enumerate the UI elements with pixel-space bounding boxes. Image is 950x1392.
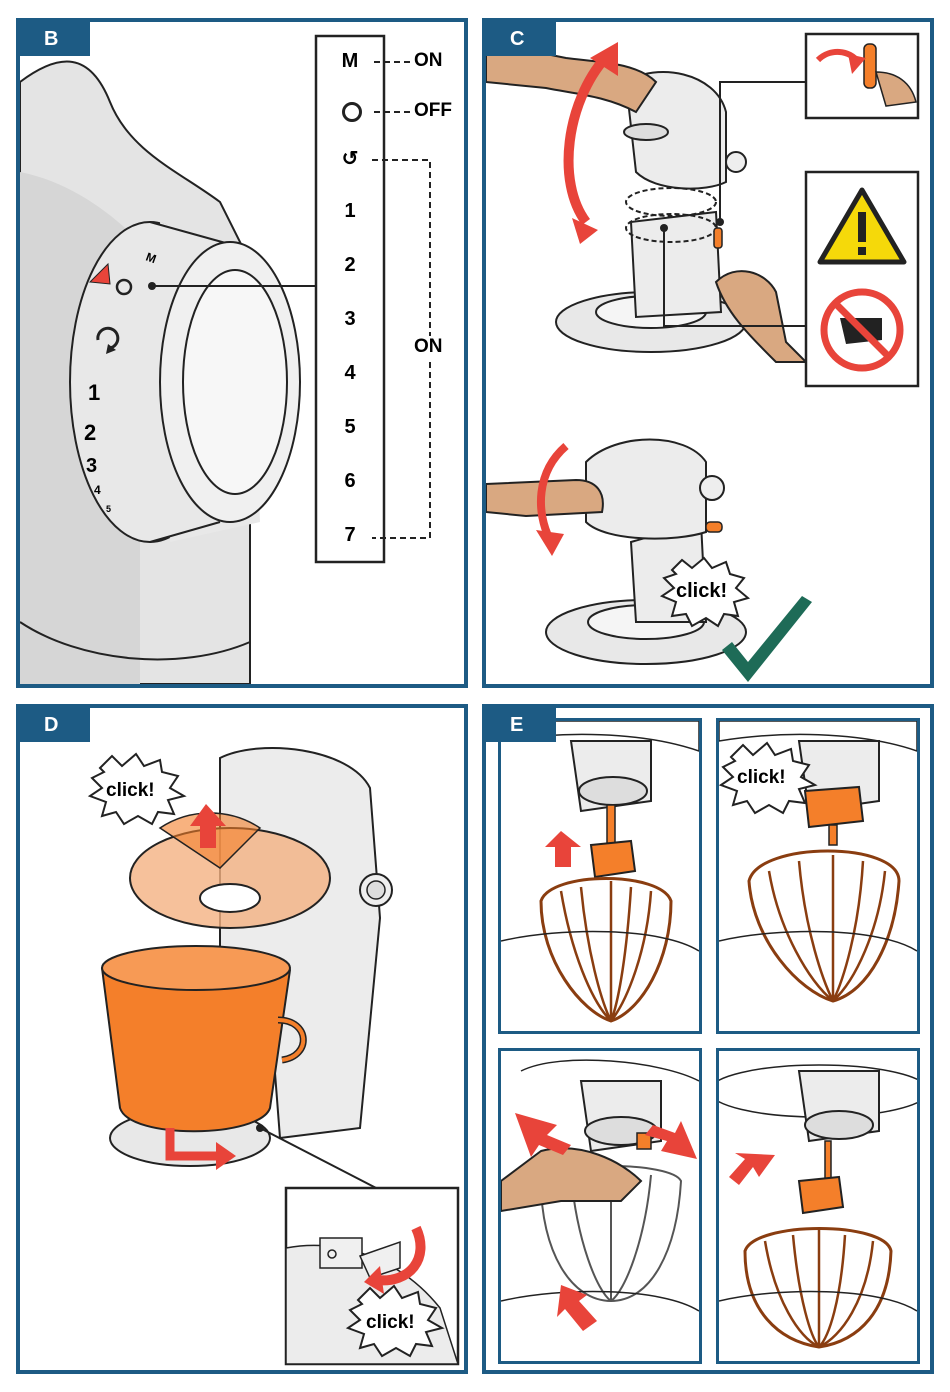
panel-b: B M 1 2 3 4 5 M ↺ 1 2 3 — [16, 18, 468, 688]
head-bottom — [586, 440, 706, 539]
column-top — [631, 212, 721, 317]
label-on-top: ON — [414, 50, 443, 72]
click-text-d-top: click! — [106, 780, 155, 802]
click-text-c: click! — [676, 580, 727, 603]
panel-c-tag: C — [486, 22, 556, 56]
panel-c: C — [482, 18, 934, 688]
click-text-d-inset: click! — [366, 1312, 415, 1334]
panel-d: D click! click! — [16, 704, 468, 1374]
panel-d-tag: D — [20, 708, 90, 742]
panel-d-illustration — [20, 708, 464, 1370]
panel-e: E click! — [482, 704, 934, 1374]
speed-knob-bottom — [700, 476, 724, 500]
lever-callout — [806, 34, 918, 118]
panel-e1 — [498, 718, 702, 1034]
label-on-range: ON — [414, 336, 443, 358]
up-arrow-e1 — [545, 831, 581, 867]
lock-area — [626, 188, 716, 216]
panel-e2: click! — [716, 718, 920, 1034]
panel-e4 — [716, 1048, 920, 1364]
down-arrow-e4 — [729, 1153, 775, 1185]
panel-e3 — [498, 1048, 702, 1364]
hand-e3 — [501, 1148, 641, 1211]
release-lever — [714, 228, 722, 248]
speed-knob-top — [726, 152, 746, 172]
click-text-e: click! — [737, 767, 786, 789]
panel-e-tag: E — [486, 708, 556, 742]
panel-b-tag: B — [20, 22, 90, 56]
settings-connectors — [20, 22, 464, 684]
label-off: OFF — [414, 100, 452, 122]
